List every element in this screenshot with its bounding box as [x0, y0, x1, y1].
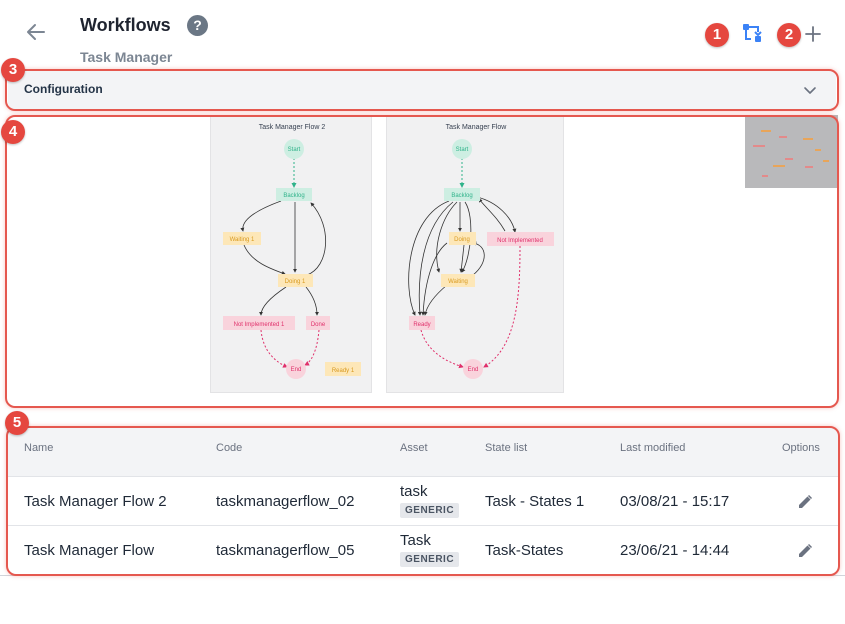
cell-name: Task Manager Flow 2	[24, 493, 167, 510]
state-done: Done	[311, 322, 326, 328]
page-subtitle: Task Manager	[80, 49, 173, 65]
state-backlog: Backlog	[283, 193, 304, 199]
workflows-table: Name Code Asset State list Last modified…	[8, 428, 838, 576]
table-row[interactable]: Task Manager Flow taskmanagerflow_05 Tas…	[8, 525, 838, 574]
minimap[interactable]	[745, 115, 838, 188]
cell-state-list: Task-States	[485, 542, 564, 559]
asset-type-tag: GENERIC	[400, 552, 460, 567]
workflow-card-flow[interactable]: Task Manager Flow Start Backlog Doing No…	[386, 116, 564, 393]
asset-type-tag: GENERIC	[400, 503, 460, 518]
cell-code: taskmanagerflow_05	[216, 542, 355, 559]
column-header-state-list[interactable]: State list	[485, 442, 528, 454]
table-row[interactable]: Task Manager Flow 2 taskmanagerflow_02 t…	[8, 476, 838, 525]
annotation-badge-2: 2	[777, 23, 801, 47]
column-header-name[interactable]: Name	[24, 442, 54, 454]
workflow-card-flow-2[interactable]: Task Manager Flow 2 Start Backlog Waitin…	[210, 116, 372, 393]
state-end: End	[291, 367, 302, 373]
cell-asset: task	[400, 483, 428, 500]
add-icon[interactable]	[804, 25, 822, 43]
configuration-panel[interactable]: Configuration	[8, 70, 836, 110]
cell-name: Task Manager Flow	[24, 542, 155, 559]
annotation-badge-1: 1	[705, 23, 729, 47]
back-arrow-icon[interactable]	[24, 20, 48, 44]
annotation-badge-5: 5	[5, 411, 29, 435]
state-not-implemented: Not Implemented 1	[234, 322, 285, 328]
chevron-down-icon[interactable]	[802, 82, 818, 98]
flow-title: Task Manager Flow	[446, 124, 508, 131]
flow-title: Task Manager Flow 2	[259, 124, 326, 131]
page-title: Workflows	[80, 15, 171, 35]
divider	[0, 575, 845, 576]
state-waiting: Waiting 1	[230, 237, 255, 243]
state-end: End	[468, 367, 479, 373]
column-header-options: Options	[782, 442, 820, 454]
state-ready: Ready	[413, 322, 430, 328]
state-ready: Ready 1	[332, 368, 355, 374]
edit-icon[interactable]	[797, 494, 813, 510]
cell-asset: Task	[400, 532, 431, 549]
edit-icon[interactable]	[797, 543, 813, 559]
column-header-last-modified[interactable]: Last modified	[620, 442, 686, 454]
state-start: Start	[288, 147, 301, 153]
workflow-graph-icon[interactable]	[741, 22, 763, 44]
state-doing: Doing 1	[285, 279, 306, 285]
state-backlog: Backlog	[451, 193, 472, 199]
state-waiting: Waiting	[448, 279, 468, 285]
column-header-code[interactable]: Code	[216, 442, 243, 454]
annotation-badge-3: 3	[1, 58, 25, 82]
cell-last-modified: 03/08/21 - 15:17	[620, 493, 730, 510]
cell-state-list: Task - States 1	[485, 493, 585, 510]
column-header-asset[interactable]: Asset	[400, 442, 428, 454]
state-doing: Doing	[454, 237, 470, 243]
state-not-implemented: Not Implemented	[497, 238, 543, 244]
help-icon[interactable]: ?	[187, 15, 208, 36]
cell-last-modified: 23/06/21 - 14:44	[620, 542, 730, 559]
annotation-badge-4: 4	[1, 120, 25, 144]
configuration-label: Configuration	[24, 82, 103, 96]
state-start: Start	[456, 147, 469, 153]
cell-code: taskmanagerflow_02	[216, 493, 355, 510]
